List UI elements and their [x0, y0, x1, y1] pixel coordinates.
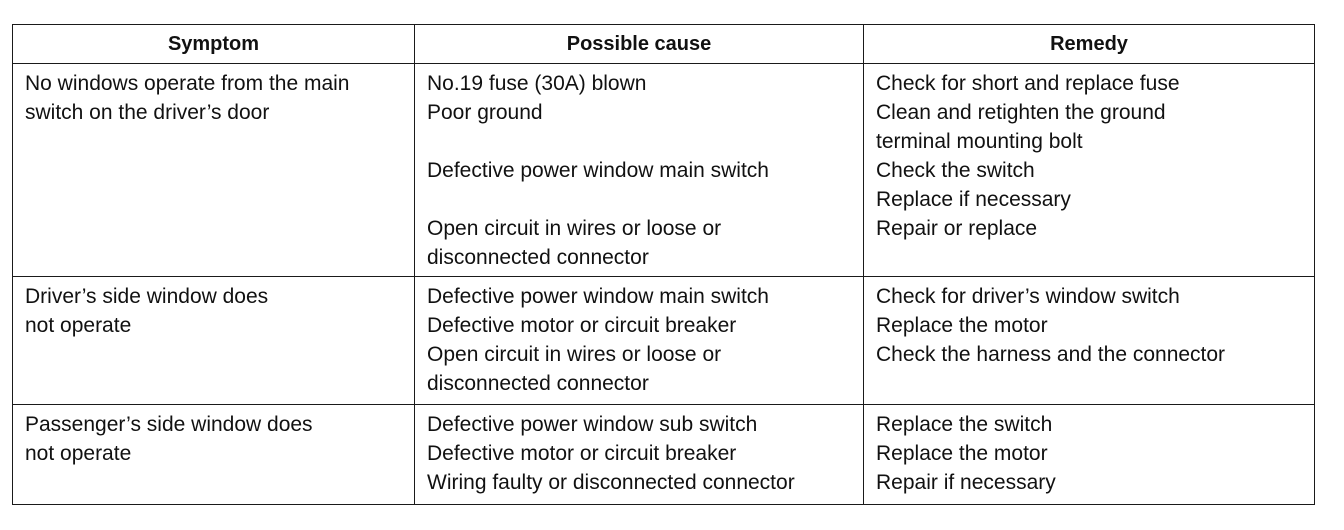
- remedy-line: Repair if necessary: [876, 471, 1056, 494]
- remedy-line: Replace if necessary: [876, 188, 1071, 211]
- symptom-cell: Passenger’s side window does not operate: [12, 404, 415, 505]
- cause-line: No.19 fuse (30A) blown: [427, 72, 647, 95]
- cause-line: Wiring faulty or disconnected connector: [427, 471, 795, 494]
- remedy-line: Replace the motor: [876, 442, 1048, 465]
- symptom-line: Driver’s side window does: [25, 285, 269, 308]
- cause-line: Poor ground: [427, 101, 543, 124]
- symptom-cell: No windows operate from the main switch …: [12, 63, 415, 277]
- cause-line-spacer: [427, 127, 853, 156]
- cause-line: disconnected connector: [427, 372, 649, 395]
- header-row: Symptom Possible cause Remedy: [12, 24, 1315, 64]
- cause-cell: Defective power window sub switch Defect…: [414, 404, 864, 505]
- remedy-cell: Check for short and replace fuse Clean a…: [863, 63, 1315, 277]
- symptom-line: Passenger’s side window does: [25, 413, 313, 436]
- table-row: No windows operate from the main switch …: [12, 63, 1315, 277]
- symptom-line: not operate: [25, 442, 132, 465]
- remedy-line: Check the switch: [876, 159, 1035, 182]
- cause-line: Defective power window main switch: [427, 285, 769, 308]
- remedy-line: Replace the motor: [876, 314, 1048, 337]
- cause-cell: Defective power window main switch Defec…: [414, 276, 864, 405]
- header-possible-cause: Possible cause: [414, 24, 864, 64]
- cause-line-spacer: [427, 185, 853, 214]
- remedy-cell: Check for driver’s window switch Replace…: [863, 276, 1315, 405]
- cause-line: disconnected connector: [427, 246, 649, 269]
- symptom-cell: Driver’s side window does not operate: [12, 276, 415, 405]
- cause-line: Defective motor or circuit breaker: [427, 314, 737, 337]
- header-symptom: Symptom: [12, 24, 415, 64]
- remedy-line: Repair or replace: [876, 217, 1038, 240]
- remedy-line: Check the harness and the connector: [876, 343, 1226, 366]
- cause-line: Defective power window sub switch: [427, 413, 758, 436]
- table-row: Passenger’s side window does not operate…: [12, 404, 1315, 505]
- cause-line: Open circuit in wires or loose or: [427, 217, 722, 240]
- troubleshooting-table: Symptom Possible cause Remedy No windows…: [12, 24, 1315, 505]
- remedy-cell: Replace the switch Replace the motor Rep…: [863, 404, 1315, 505]
- cause-line: Defective motor or circuit breaker: [427, 442, 737, 465]
- remedy-line: Replace the switch: [876, 413, 1053, 436]
- symptom-line: No windows operate from the main: [25, 72, 350, 95]
- symptom-line: not operate: [25, 314, 132, 337]
- remedy-line: Check for driver’s window switch: [876, 285, 1180, 308]
- remedy-line: Check for short and replace fuse: [876, 72, 1180, 95]
- table-row: Driver’s side window does not operate De…: [12, 276, 1315, 405]
- remedy-line: Clean and retighten the ground: [876, 101, 1166, 124]
- cause-line: Open circuit in wires or loose or: [427, 343, 722, 366]
- symptom-line: switch on the driver’s door: [25, 101, 270, 124]
- cause-cell: No.19 fuse (30A) blown Poor ground Defec…: [414, 63, 864, 277]
- remedy-line: terminal mounting bolt: [876, 130, 1083, 153]
- cause-line: Defective power window main switch: [427, 159, 769, 182]
- header-remedy: Remedy: [863, 24, 1315, 64]
